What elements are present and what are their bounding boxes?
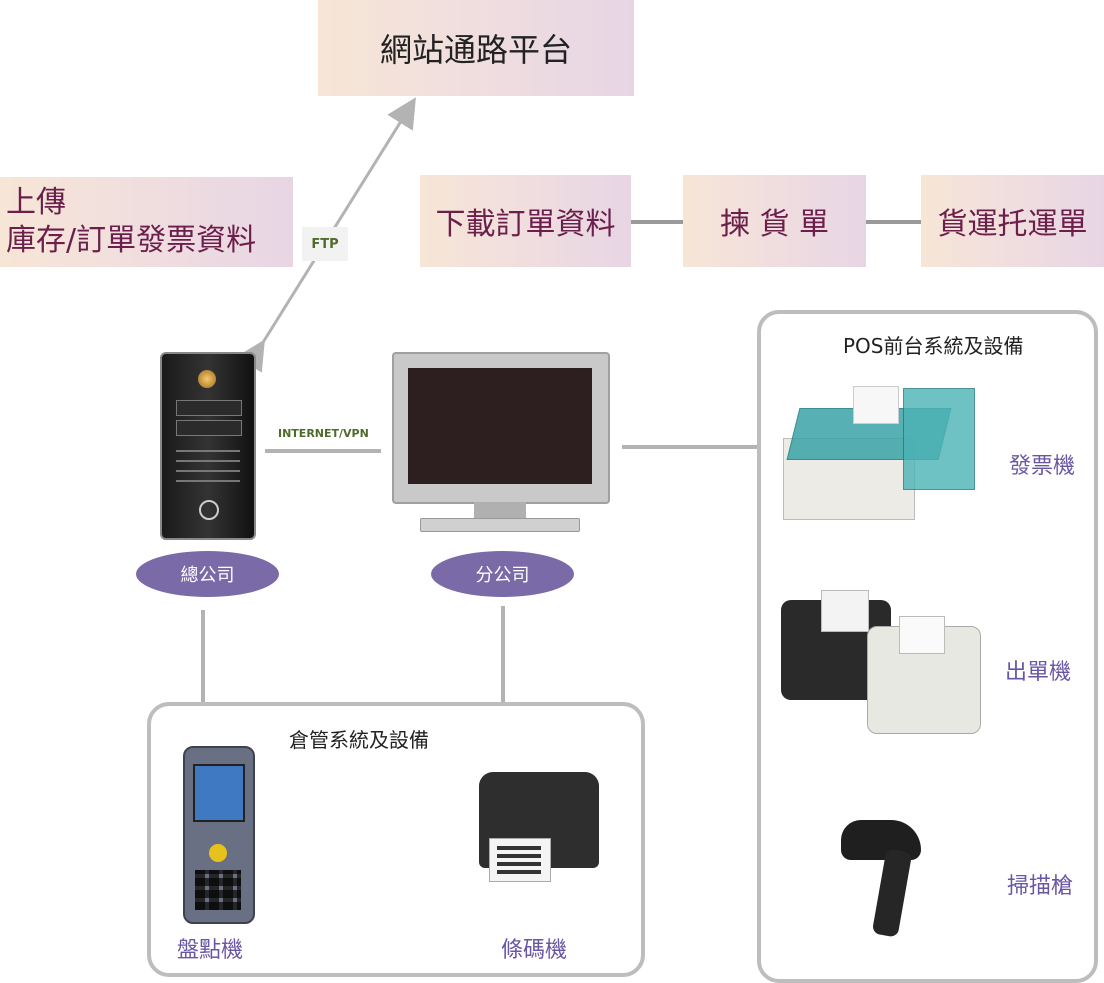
handheld-terminal-label: 盤點機 bbox=[177, 938, 244, 963]
pos-group: POS前台系統及設備 發票機 出單機 掃描槍 bbox=[757, 310, 1098, 983]
upload-box: 上傳 庫存/訂單發票資料 bbox=[0, 177, 293, 267]
branch-badge: 分公司 bbox=[431, 551, 574, 597]
receipt-printer-icon bbox=[781, 586, 981, 736]
ftp-label-box: FTP bbox=[302, 227, 348, 261]
internet-vpn-label: INTERNET/VPN bbox=[278, 427, 369, 440]
warehouse-group-title: 倉管系統及設備 bbox=[289, 728, 429, 752]
shipping-slip-label: 貨運托運單 bbox=[937, 207, 1088, 242]
label-printer-icon bbox=[479, 772, 603, 882]
pos-group-title: POS前台系統及設備 bbox=[843, 334, 1024, 358]
label-printer-label: 條碼機 bbox=[501, 938, 568, 963]
ftp-label: FTP bbox=[311, 236, 339, 252]
invoice-printer-icon bbox=[783, 378, 975, 528]
pick-list-label: 揀 貨 單 bbox=[719, 207, 830, 242]
upload-line2: 庫存/訂單發票資料 bbox=[6, 223, 257, 258]
pick-list-box: 揀 貨 單 bbox=[683, 175, 866, 267]
upload-line1: 上傳 bbox=[6, 185, 66, 220]
download-orders-label: 下載訂單資料 bbox=[435, 207, 616, 242]
barcode-scanner-label: 掃描槍 bbox=[1007, 874, 1074, 899]
barcode-scanner-icon bbox=[841, 820, 931, 940]
invoice-printer-label: 發票機 bbox=[1009, 454, 1076, 479]
handheld-terminal-icon bbox=[183, 746, 255, 924]
web-platform-box: 網站通路平台 bbox=[318, 0, 634, 96]
download-orders-box: 下載訂單資料 bbox=[420, 175, 631, 267]
branch-label: 分公司 bbox=[475, 565, 530, 586]
web-platform-label: 網站通路平台 bbox=[379, 31, 572, 69]
hq-label: 總公司 bbox=[180, 565, 235, 586]
server-tower-icon bbox=[160, 352, 256, 540]
warehouse-group: 倉管系統及設備 盤點機 條碼機 bbox=[147, 702, 645, 977]
hq-badge: 總公司 bbox=[136, 551, 279, 597]
receipt-printer-label: 出單機 bbox=[1005, 660, 1072, 685]
monitor-icon bbox=[392, 352, 610, 532]
shipping-slip-box: 貨運托運單 bbox=[921, 175, 1104, 267]
